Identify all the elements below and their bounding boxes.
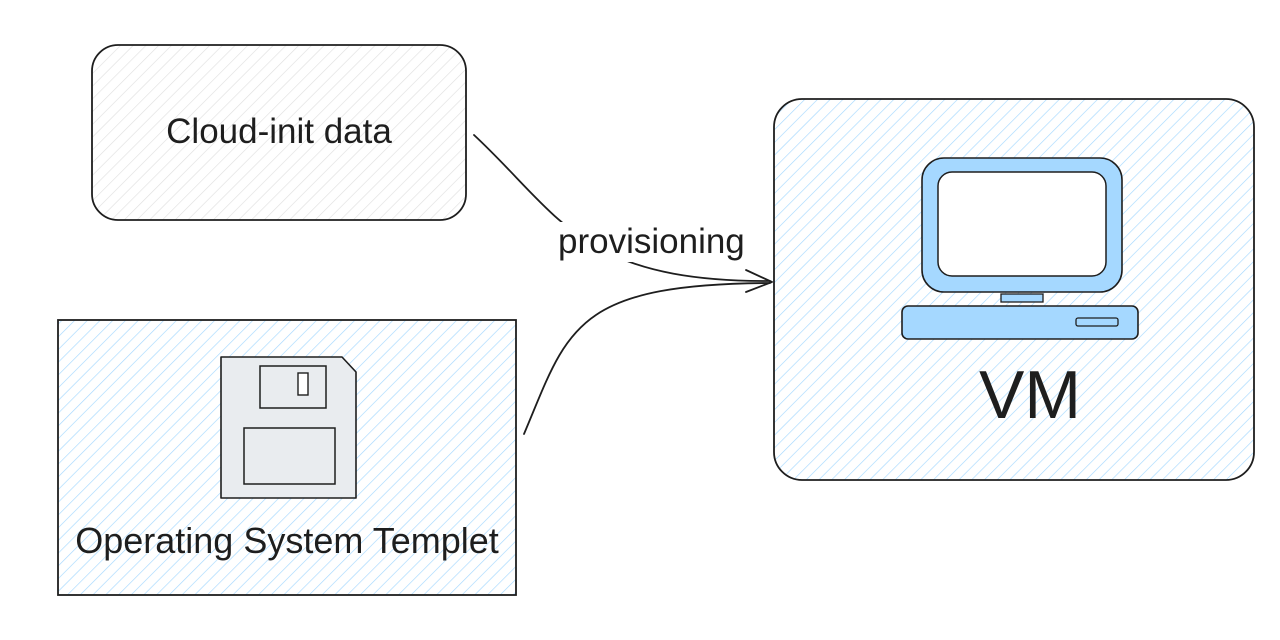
arrowhead <box>745 269 773 293</box>
edge-os-template-to-vm <box>523 282 771 435</box>
provisioning-edge-label: provisioning <box>556 222 747 262</box>
os-template-label: Operating System Templet <box>75 520 499 561</box>
desktop-computer-icon <box>901 157 1139 340</box>
cloud-init-label: Cloud-init data <box>166 112 392 151</box>
vm-label: VM <box>979 357 1081 433</box>
floppy-disk-icon <box>220 356 357 499</box>
cloud-init-node[interactable] <box>91 44 467 221</box>
